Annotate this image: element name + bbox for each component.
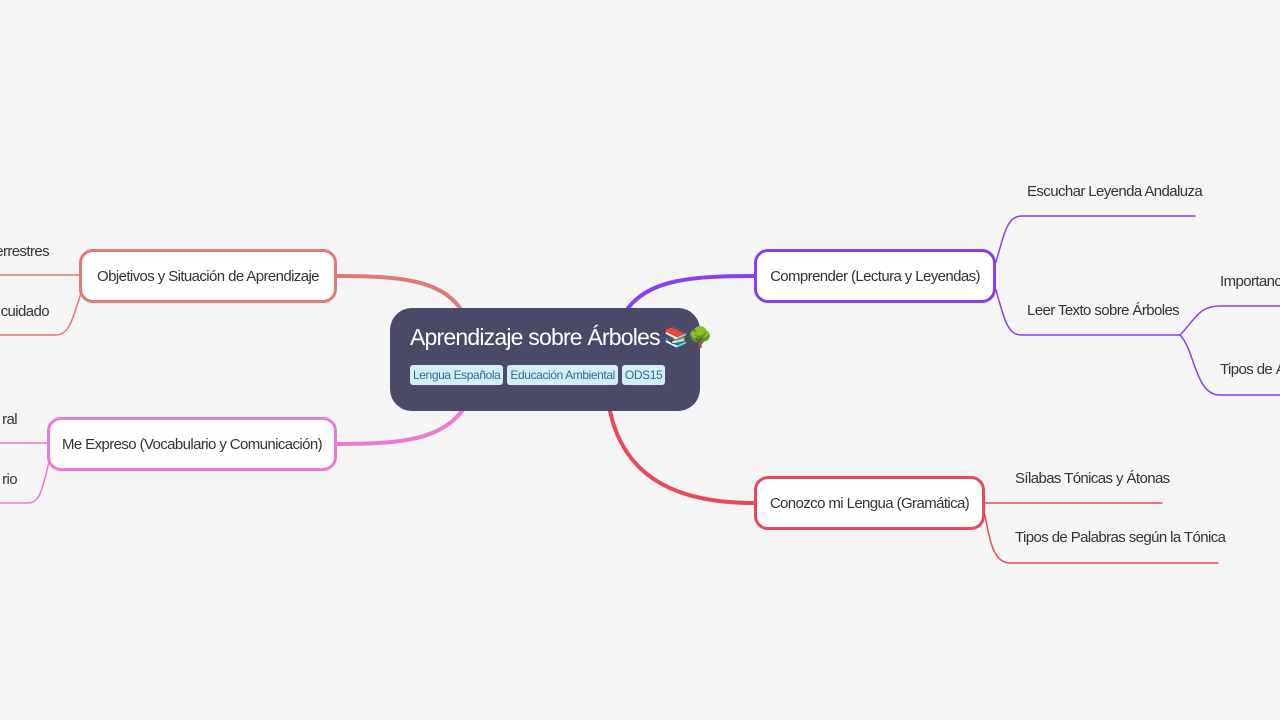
tag-lengua-espanola[interactable]: Lengua Española bbox=[410, 365, 504, 385]
tag-list: Lengua Española Educación Ambiental ODS1… bbox=[410, 365, 680, 385]
subtopic-tipos-palabras[interactable]: Tipos de Palabras según la Tónica bbox=[1015, 529, 1226, 546]
subtopic-importancia[interactable]: Importanc bbox=[1220, 273, 1280, 290]
subtopic-vocabulario[interactable]: rio bbox=[2, 471, 17, 488]
tag-ods15[interactable]: ODS15 bbox=[621, 365, 666, 385]
topic-conozco-lengua[interactable]: Conozco mi Lengua (Gramática) bbox=[754, 476, 985, 530]
subtopic-cuidado[interactable]: cuidado bbox=[0, 303, 50, 320]
tag-educacion-ambiental[interactable]: Educación Ambiental bbox=[507, 365, 618, 385]
books-tree-icon: 📚🌳 bbox=[663, 327, 713, 349]
central-topic[interactable]: Aprendizaje sobre Árboles 📚🌳 Lengua Espa… bbox=[390, 308, 713, 411]
topic-me-expreso[interactable]: Me Expreso (Vocabulario y Comunicación) bbox=[47, 417, 337, 471]
topic-objetivos[interactable]: Objetivos y Situación de Aprendizaje bbox=[79, 249, 337, 303]
subtopic-leer-texto[interactable]: Leer Texto sobre Árboles bbox=[1027, 302, 1180, 319]
central-topic-text: Aprendizaje sobre Árboles bbox=[410, 324, 661, 350]
subtopic-silabas[interactable]: Sílabas Tónicas y Átonas bbox=[1015, 470, 1170, 487]
central-topic-title: Aprendizaje sobre Árboles 📚🌳 bbox=[410, 324, 713, 351]
subtopic-escuchar-leyenda[interactable]: Escuchar Leyenda Andaluza bbox=[1027, 183, 1203, 200]
subtopic-terrestres[interactable]: errestres bbox=[0, 243, 50, 260]
subtopic-tipos-arboles[interactable]: Tipos de Á bbox=[1220, 361, 1280, 378]
topic-comprender[interactable]: Comprender (Lectura y Leyendas) bbox=[754, 249, 996, 303]
subtopic-oral[interactable]: ral bbox=[2, 411, 17, 428]
